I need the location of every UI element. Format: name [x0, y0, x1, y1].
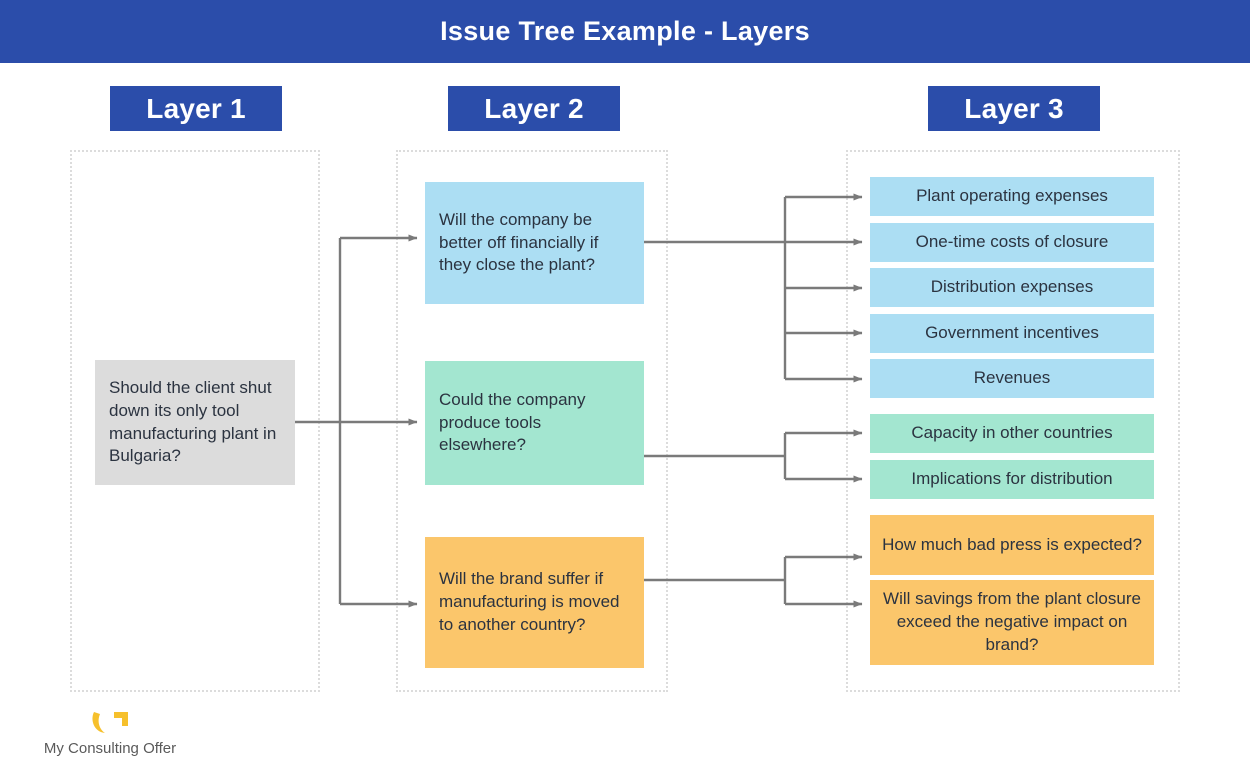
node-layer3-capacity-in-other-countries[interactable]: Capacity in other countries	[870, 414, 1154, 453]
layer-header-2: Layer 2	[448, 86, 620, 131]
node-layer3-one-time-costs-of-closure[interactable]: One-time costs of closure	[870, 223, 1154, 262]
node-layer3-revenues[interactable]: Revenues	[870, 359, 1154, 398]
page-title: Issue Tree Example - Layers	[440, 16, 810, 46]
node-layer3-distribution-expenses[interactable]: Distribution expenses	[870, 268, 1154, 307]
page-title-bar: Issue Tree Example - Layers	[0, 0, 1250, 63]
node-root-question[interactable]: Should the client shut down its only too…	[95, 360, 295, 485]
layer-header-1: Layer 1	[110, 86, 282, 131]
node-layer3-savings-exceed-impact[interactable]: Will savings from the plant closure exce…	[870, 580, 1154, 665]
node-layer2-produce-elsewhere[interactable]: Could the company produce tools elsewher…	[425, 361, 644, 485]
node-layer3-plant-operating-expenses[interactable]: Plant operating expenses	[870, 177, 1154, 216]
arrow-swoosh-icon	[92, 712, 128, 734]
node-layer2-financial[interactable]: Will the company be better off financial…	[425, 182, 644, 304]
footer-logo: My Consulting Offer	[20, 708, 200, 757]
layer-column-3	[846, 150, 1180, 692]
node-layer3-government-incentives[interactable]: Government incentives	[870, 314, 1154, 353]
layer-header-3: Layer 3	[928, 86, 1100, 131]
node-layer3-implications-for-distribution[interactable]: Implications for distribution	[870, 460, 1154, 499]
node-layer3-bad-press-expected[interactable]: How much bad press is expected?	[870, 515, 1154, 575]
node-layer2-brand-suffer[interactable]: Will the brand suffer if manufacturing i…	[425, 537, 644, 668]
brand-name: My Consulting Offer	[43, 740, 177, 757]
